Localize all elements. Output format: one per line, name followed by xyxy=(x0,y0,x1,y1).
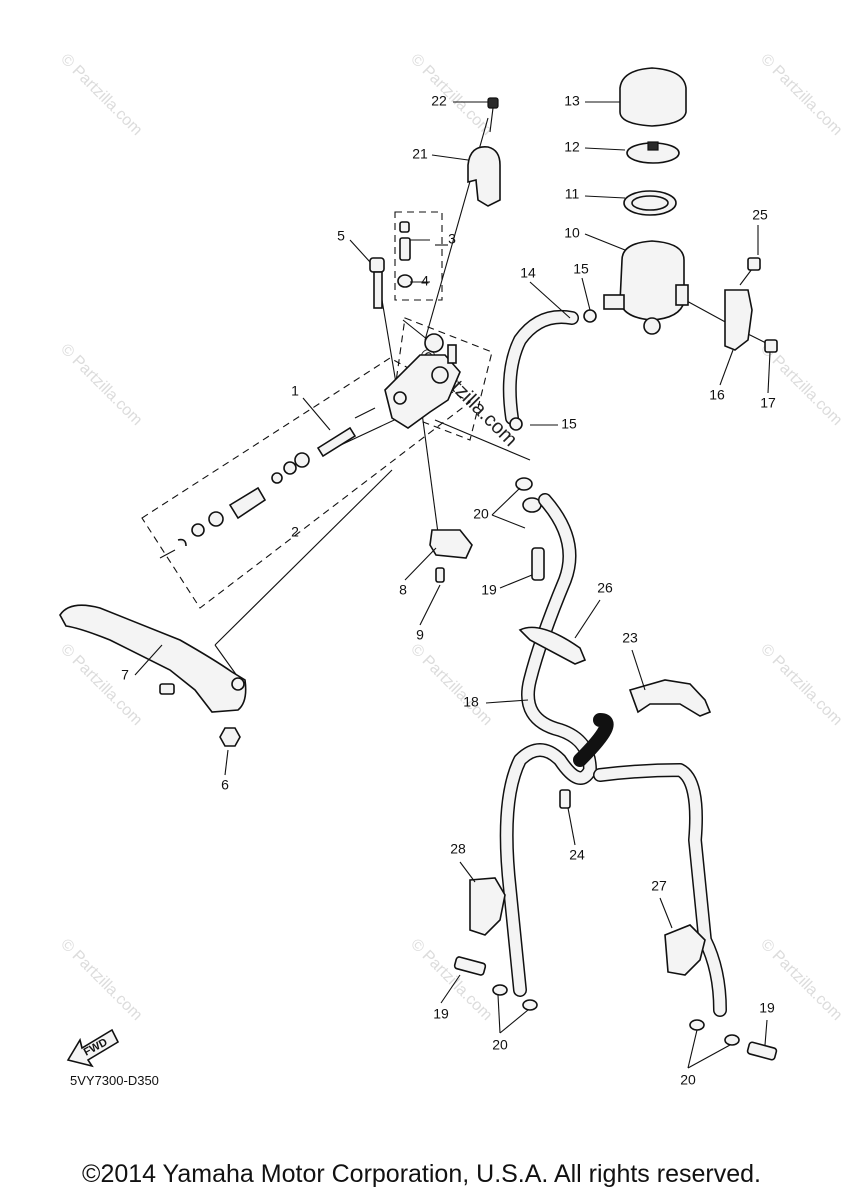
leader-lines xyxy=(134,101,771,1069)
label-6: 6 xyxy=(221,777,229,793)
union-bolt xyxy=(453,956,487,976)
copper-washer xyxy=(689,1019,705,1031)
label-19: 19 xyxy=(433,1006,449,1022)
label-4: 4 xyxy=(421,273,429,289)
hose-guide xyxy=(628,679,712,717)
lever-nut xyxy=(219,727,241,747)
label-14: 14 xyxy=(520,265,536,281)
lever-adjuster xyxy=(159,683,175,695)
label-28: 28 xyxy=(450,841,466,857)
watermark: © Partzilla.com xyxy=(757,51,843,139)
part-labels: 1 2 3 4 5 6 7 8 9 10 11 12 13 14 15 15 1… xyxy=(121,93,776,1088)
watermark: © Partzilla.com xyxy=(57,341,145,429)
label-23: 23 xyxy=(622,630,638,646)
copper-washer xyxy=(724,1034,740,1046)
parts-diagram: © Partzilla.com © Partzilla.com © Partzi… xyxy=(57,51,843,1088)
label-26: 26 xyxy=(597,580,613,596)
watermark: © Partzilla.com xyxy=(407,51,495,139)
label-13: 13 xyxy=(564,93,580,109)
label-17: 17 xyxy=(760,395,776,411)
label-27: 27 xyxy=(651,878,667,894)
label-2: 2 xyxy=(291,524,299,540)
watermark: © Partzilla.com xyxy=(757,641,843,729)
label-10: 10 xyxy=(564,225,580,241)
copper-washer xyxy=(492,984,508,996)
label-22: 22 xyxy=(431,93,447,109)
label-21: 21 xyxy=(412,146,428,162)
hose-holder-left xyxy=(469,877,506,936)
master-cylinder-body xyxy=(384,333,461,429)
reservoir-screw xyxy=(747,257,761,271)
copyright-footer: ©2014 Yamaha Motor Corporation, U.S.A. A… xyxy=(82,1160,761,1188)
hose-clip xyxy=(509,417,523,431)
label-18: 18 xyxy=(463,694,479,710)
label-16: 16 xyxy=(709,387,725,403)
copper-washer xyxy=(522,999,538,1011)
label-24: 24 xyxy=(569,847,585,863)
guide-bolt xyxy=(559,789,571,809)
watermark: © Partzilla.com xyxy=(57,51,145,139)
lever-pivot xyxy=(231,677,245,691)
bracket-screw xyxy=(764,339,778,353)
switch-screw xyxy=(435,567,445,583)
piston-kit xyxy=(159,407,376,559)
clamp-bolt xyxy=(487,97,499,133)
label-15: 15 xyxy=(561,416,577,432)
hose-clip xyxy=(583,309,597,323)
label-19: 19 xyxy=(759,1000,775,1016)
label-5: 5 xyxy=(337,228,345,244)
union-bolt xyxy=(746,1041,778,1061)
bleed-screw-outline xyxy=(394,211,443,301)
label-25: 25 xyxy=(752,207,768,223)
label-1: 1 xyxy=(291,383,299,399)
master-cylinder-outline xyxy=(391,317,493,441)
label-20: 20 xyxy=(492,1037,508,1053)
holder-clamp xyxy=(467,146,501,207)
reservoir-hose xyxy=(502,310,579,425)
label-15: 15 xyxy=(573,261,589,277)
reservoir-bracket xyxy=(724,289,753,351)
label-19: 19 xyxy=(481,582,497,598)
brake-switch xyxy=(429,529,473,559)
union-bolt xyxy=(531,547,545,581)
hose-tie-strap xyxy=(518,626,587,665)
label-3: 3 xyxy=(448,231,456,247)
reservoir-cap-assembly xyxy=(603,67,689,335)
label-7: 7 xyxy=(121,667,129,683)
label-20: 20 xyxy=(473,506,489,522)
hose-holder-right xyxy=(664,924,706,976)
label-8: 8 xyxy=(399,582,407,598)
label-20: 20 xyxy=(680,1072,696,1088)
label-11: 11 xyxy=(565,186,580,202)
bleed-screw xyxy=(397,221,413,288)
piston-assembly-outline xyxy=(141,357,472,609)
lever-bolt xyxy=(369,257,385,309)
watermark: © Partzilla.com xyxy=(57,641,145,729)
watermark: © Partzilla.com xyxy=(407,641,495,729)
forward-arrow-icon: FWD xyxy=(66,1028,120,1068)
brake-lever xyxy=(59,604,247,713)
copper-washer xyxy=(515,477,533,491)
drawing-code: 5VY7300-D350 xyxy=(70,1073,159,1088)
label-12: 12 xyxy=(564,139,580,155)
label-9: 9 xyxy=(416,627,424,643)
watermark: © Partzilla.com xyxy=(57,936,145,1024)
watermark: © Partzilla.com xyxy=(407,936,495,1024)
